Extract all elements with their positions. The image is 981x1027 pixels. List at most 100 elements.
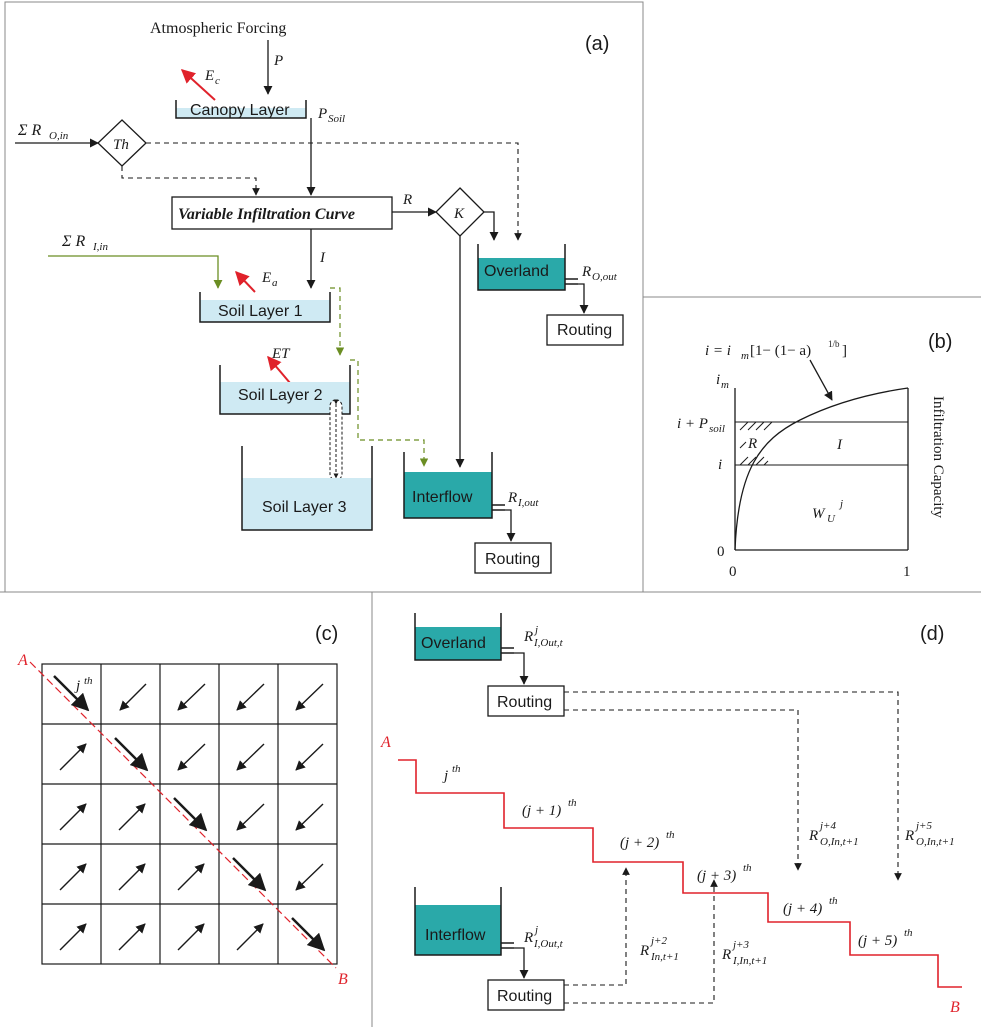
canopy-evap-arrow: [180, 69, 216, 101]
d-rout-top-label: R: [523, 629, 533, 645]
i-area-label: I: [836, 437, 843, 453]
ro4-sup: j+4: [818, 820, 836, 832]
step-3: (j + 3): [697, 868, 736, 884]
d-interflow-label: Interflow: [425, 927, 486, 944]
sum-ro-in-label: Σ R: [17, 122, 42, 139]
wu-sup: j: [838, 498, 843, 510]
ri-out-label: R: [507, 490, 517, 506]
d-overland-container: [414, 613, 502, 661]
flow-arrows: [53, 675, 326, 952]
ri2-sup: j+2: [649, 935, 667, 947]
atmospheric-forcing-label: Atmospheric Forcing: [150, 20, 286, 37]
im-label: i: [716, 372, 720, 388]
ri3-sub: I,In,t+1: [732, 955, 767, 967]
wu-label: W: [812, 506, 826, 522]
ro5-sup: j+5: [914, 820, 932, 832]
vic-box: [171, 196, 393, 230]
i-psoil-label: i + P: [677, 416, 708, 432]
grid: [41, 663, 338, 965]
infiltration-label: I: [319, 250, 326, 266]
sum-ri-in-sub: I,in: [92, 241, 108, 253]
step-0: j: [442, 768, 448, 784]
panel-b-label: (b): [928, 331, 952, 353]
d-b-label: B: [950, 999, 960, 1016]
interflow-label: Interflow: [412, 489, 473, 506]
routing-box-2: [474, 542, 552, 574]
d-routing-bottom-label: Routing: [497, 988, 552, 1005]
staircase: [398, 759, 962, 988]
canopy-container: [175, 100, 307, 119]
soil-layer-1: [199, 292, 331, 323]
eq-sub: m: [741, 350, 749, 362]
soil2-label: Soil Layer 2: [238, 387, 323, 404]
d-a-label: A: [380, 734, 391, 751]
d-routing-top-label: Routing: [497, 694, 552, 711]
sum-ri-in-label: Σ R: [61, 233, 86, 250]
routing1-label: Routing: [557, 322, 612, 339]
ro-out-label: R: [581, 264, 591, 280]
i-label: i: [718, 457, 722, 473]
eq-exp: 1/b: [828, 339, 840, 349]
et-label: ET: [271, 346, 291, 362]
panel-a-label: (a): [585, 33, 609, 55]
d-interflow-container: [414, 887, 502, 956]
d-routing-top: [487, 685, 565, 717]
soil3-label: Soil Layer 3: [262, 499, 347, 516]
step-2-sup: th: [666, 829, 675, 841]
step-5: (j + 5): [858, 933, 897, 949]
r-area-label: R: [747, 436, 757, 452]
d-routing-bottom: [487, 979, 565, 1011]
routing-box-1: [546, 314, 624, 346]
panel-b: (b) i = i m [1− (1− a) 1/b ] i m i + P s…: [677, 331, 952, 580]
zero-x-label: 0: [729, 564, 737, 580]
step-1: (j + 1): [522, 803, 561, 819]
ro5-label: R: [904, 828, 914, 844]
d-overland-label: Overland: [421, 635, 486, 652]
step-5-sup: th: [904, 927, 913, 939]
ro5-sub: O,In,t+1: [916, 836, 955, 848]
soil1-label: Soil Layer 1: [218, 303, 303, 320]
panel-c-label: (c): [315, 623, 338, 645]
ri-out-sub: I,out: [517, 497, 539, 509]
ro-out-sub: O,out: [592, 271, 618, 283]
step-4: (j + 4): [783, 901, 822, 917]
evap-soil-sub: a: [272, 277, 278, 289]
ri2-sub: In,t+1: [650, 951, 679, 963]
panel-d: (d) Overland R j I,Out,t Routing A B j t…: [380, 613, 962, 1016]
vic-label: Variable Infiltration Curve: [178, 206, 355, 223]
eq-main: i = i: [705, 343, 731, 359]
i-psoil-sub: soil: [709, 423, 725, 435]
step-2: (j + 2): [620, 835, 659, 851]
step-1-sup: th: [568, 797, 577, 809]
jth-label: j: [74, 678, 80, 694]
evap-soil-label: E: [261, 270, 271, 286]
d-rout-top-sub: I,Out,t: [533, 637, 564, 649]
one-x-label: 1: [903, 564, 911, 580]
ro4-sub: O,In,t+1: [820, 836, 859, 848]
psoil-label: P: [317, 106, 327, 122]
interflow-container: [403, 452, 493, 519]
canopy-water: [176, 108, 306, 118]
ri3-label: R: [721, 947, 731, 963]
ri2-label: R: [639, 943, 649, 959]
psoil-sub: Soil: [328, 113, 345, 125]
precip-label: P: [273, 53, 283, 69]
d-rout-top-sup: j: [533, 624, 538, 636]
step-0-sup: th: [452, 763, 461, 775]
c-a-label: A: [17, 652, 28, 669]
panel-c: (c) A B j th: [17, 623, 348, 988]
infiltration-curve: [734, 387, 909, 551]
panel-d-label: (d): [920, 623, 944, 645]
canopy-layer-label: Canopy Layer: [190, 102, 290, 119]
evap-canopy-sub: c: [215, 75, 220, 87]
routing2-label: Routing: [485, 551, 540, 568]
threshold-label: Th: [113, 137, 129, 153]
k-label: K: [453, 206, 465, 222]
im-sub: m: [721, 379, 729, 391]
step-4-sup: th: [829, 895, 838, 907]
soil-layer-3: [241, 446, 373, 531]
jth-sup: th: [84, 675, 93, 687]
ro4-label: R: [808, 828, 818, 844]
